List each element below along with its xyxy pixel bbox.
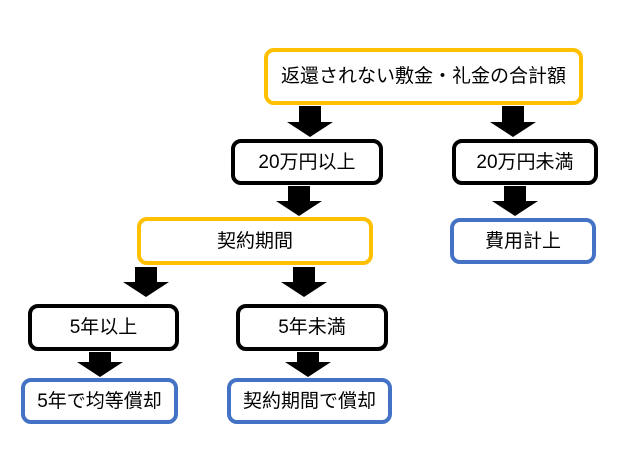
node-contract-period: 契約期間	[137, 217, 373, 265]
node-amortize-evenly-over-5-years: 5年で均等償却	[21, 378, 178, 424]
node-total-nonrefundable-deposit: 返還されない敷金・礼金の合計額	[264, 48, 583, 105]
down-arrow-icon	[285, 352, 331, 377]
down-arrow-icon	[123, 267, 169, 297]
node-over-200k-yen: 20万円以上	[231, 139, 383, 185]
node-under-5-years: 5年未満	[236, 304, 388, 351]
node-amortize-over-contract-period: 契約期間で償却	[227, 378, 392, 424]
node-record-as-expense: 費用計上	[450, 218, 596, 264]
down-arrow-icon	[492, 186, 538, 216]
node-under-200k-yen: 20万円未満	[452, 139, 598, 185]
down-arrow-icon	[77, 352, 123, 377]
down-arrow-icon	[281, 267, 327, 297]
down-arrow-icon	[276, 186, 322, 216]
down-arrow-icon	[490, 106, 536, 137]
node-over-5-years: 5年以上	[28, 304, 179, 351]
down-arrow-icon	[287, 106, 333, 137]
